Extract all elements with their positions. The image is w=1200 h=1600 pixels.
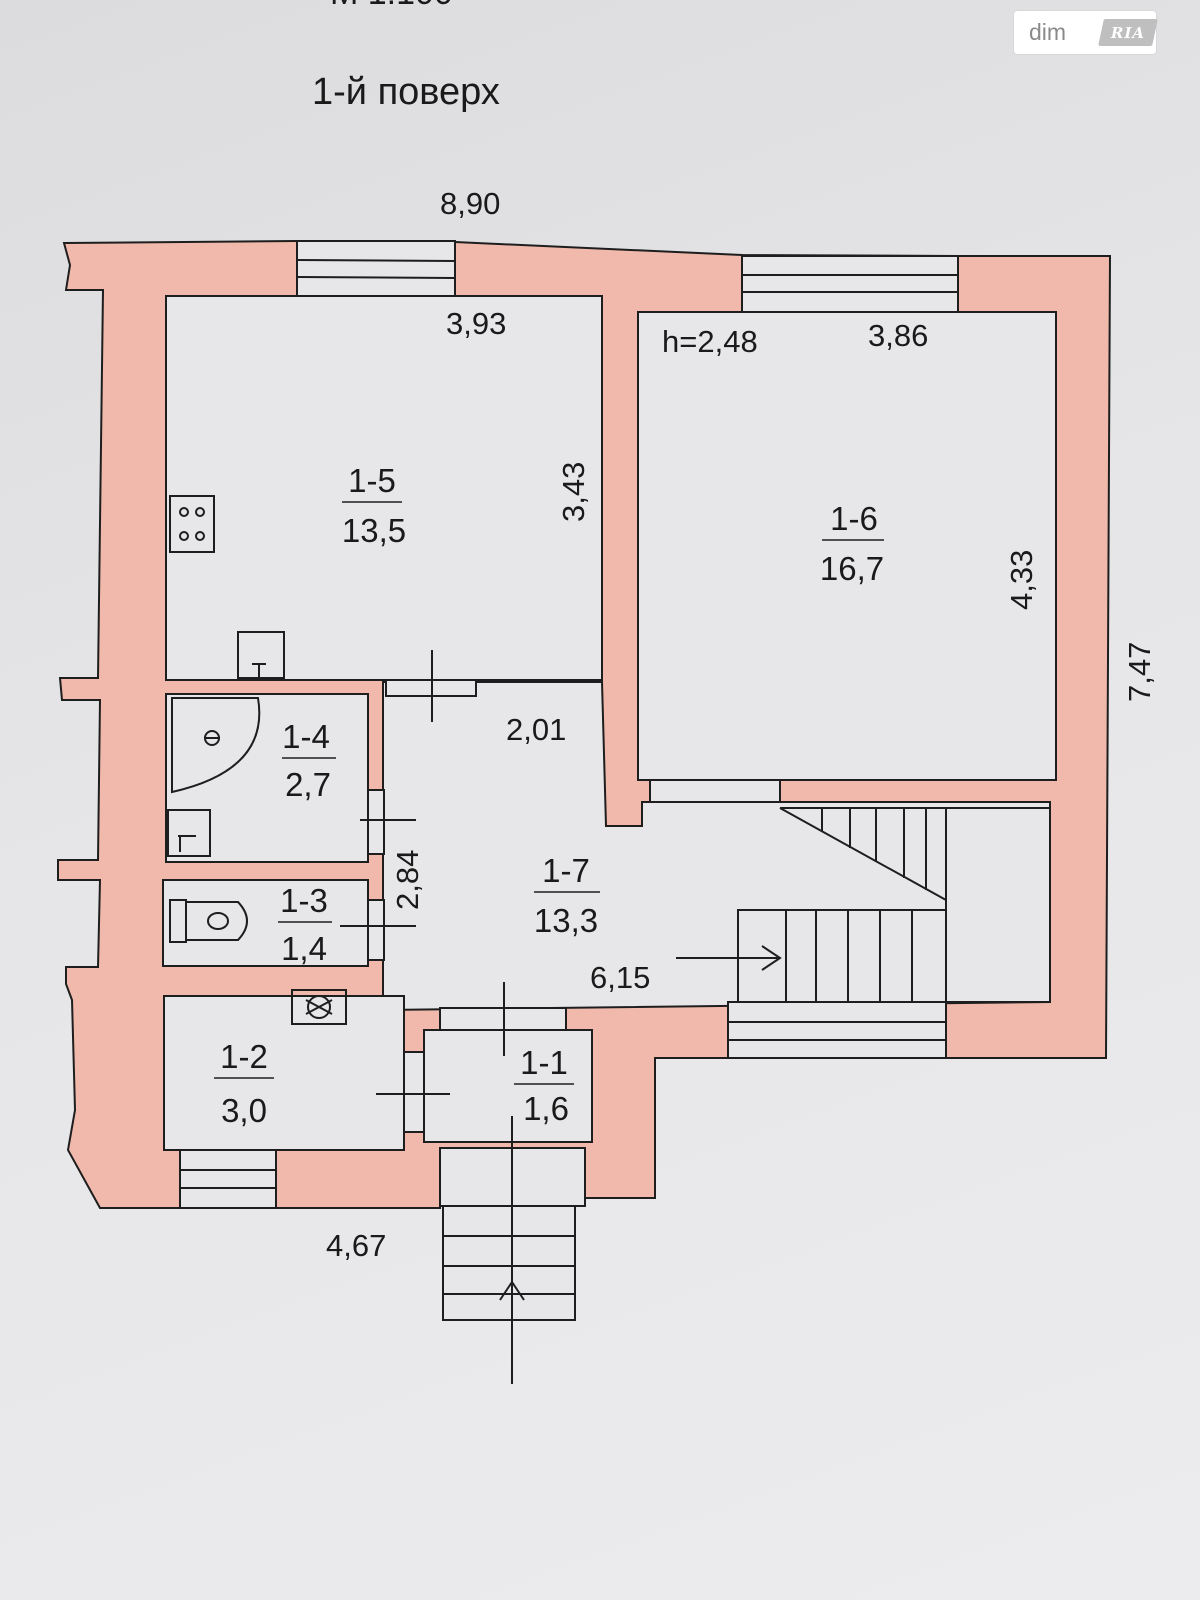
svg-text:1-4: 1-4 xyxy=(282,718,330,755)
svg-text:1-2: 1-2 xyxy=(220,1038,268,1075)
svg-text:13,5: 13,5 xyxy=(342,512,406,549)
dim-corridor-depth: 2,84 xyxy=(390,850,425,910)
sink-icon xyxy=(237,631,285,679)
room-label-1-2: 1-2 3,0 xyxy=(214,1038,274,1129)
svg-text:1-6: 1-6 xyxy=(830,500,878,537)
window-bottom-left xyxy=(179,1149,277,1209)
dim-total-width: 8,90 xyxy=(440,186,500,221)
scale-label: М 1:100 xyxy=(330,0,453,12)
svg-text:1,4: 1,4 xyxy=(281,930,327,967)
door-ticks xyxy=(340,650,505,1095)
svg-text:2,7: 2,7 xyxy=(285,766,331,803)
room-label-1-7: 1-7 13,3 xyxy=(534,852,600,939)
room-label-1-1: 1-1 1,6 xyxy=(514,1044,574,1127)
dim-bottom-width: 4,67 xyxy=(326,1228,386,1263)
windows xyxy=(179,240,959,1209)
window-bottom-right xyxy=(727,1001,947,1059)
stairs-icon xyxy=(676,807,1051,1003)
svg-text:13,3: 13,3 xyxy=(534,902,598,939)
floor-title: 1-й поверх xyxy=(312,71,500,113)
room-1-2 xyxy=(163,995,405,1151)
window-top-right xyxy=(741,255,959,313)
svg-text:1,6: 1,6 xyxy=(523,1090,569,1127)
dim-room-1-6-depth: 4,33 xyxy=(1004,550,1039,610)
svg-text:1-7: 1-7 xyxy=(542,852,590,889)
dim-corridor-length: 6,15 xyxy=(590,960,650,995)
dim-corridor-short: 2,01 xyxy=(506,712,566,747)
room-1-5 xyxy=(165,295,603,681)
door-1-4 xyxy=(367,789,385,855)
dim-room-1-5-width: 3,93 xyxy=(446,306,506,341)
stove-icon xyxy=(169,495,215,553)
dim-room-1-6-width: 3,86 xyxy=(868,318,928,353)
dim-room-1-5-depth: 3,43 xyxy=(556,462,591,522)
sink-small-icon xyxy=(167,809,211,857)
room-1-4 xyxy=(165,693,369,863)
entrance-arrow-icon xyxy=(499,1116,525,1384)
room-1-6 xyxy=(637,311,1057,781)
window-1-6-bottom xyxy=(649,779,781,803)
dim-ria-watermark: dim RIA xyxy=(1014,11,1158,54)
boiler-icon xyxy=(291,989,347,1025)
ceiling-height: h=2,48 xyxy=(662,324,758,359)
room-label-1-5: 1-5 13,5 xyxy=(342,462,406,549)
shower-icon xyxy=(171,697,261,794)
room-label-1-6: 1-6 16,7 xyxy=(820,500,884,587)
svg-text:1-5: 1-5 xyxy=(348,462,396,499)
room-label-1-3: 1-3 1,4 xyxy=(278,882,332,967)
dim-total-depth: 7,47 xyxy=(1122,642,1157,702)
room-1-7 xyxy=(382,681,1051,1012)
room-label-1-4: 1-4 2,7 xyxy=(282,718,336,803)
svg-text:3,0: 3,0 xyxy=(221,1092,267,1129)
svg-text:16,7: 16,7 xyxy=(820,550,884,587)
watermark-dim-text: dim xyxy=(1029,19,1067,45)
svg-text:1-3: 1-3 xyxy=(280,882,328,919)
door-1-2 xyxy=(403,1051,425,1133)
door-1-3 xyxy=(367,899,385,961)
room-1-3 xyxy=(162,879,369,967)
toilet-icon xyxy=(169,899,248,943)
window-top-left xyxy=(296,240,456,297)
svg-text:1-1: 1-1 xyxy=(520,1044,568,1081)
watermark-ria-badge: RIA xyxy=(1098,19,1158,46)
room-interiors xyxy=(162,295,1057,1151)
